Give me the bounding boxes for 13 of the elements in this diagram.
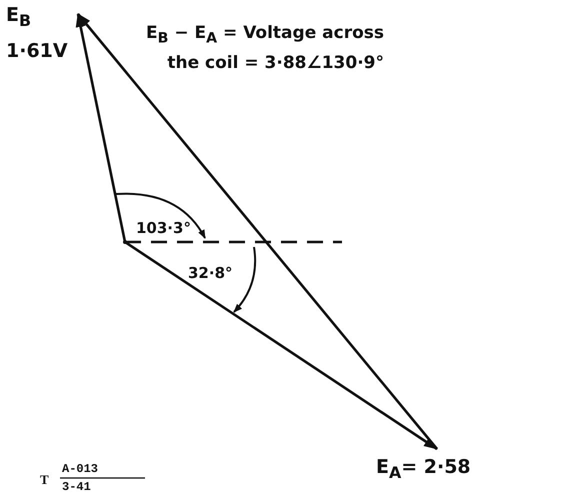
- drawing-code: T: [40, 472, 49, 488]
- phasor-arrow: [77, 13, 438, 450]
- drawing-code: 3-41: [62, 480, 91, 494]
- angle-label: 103·3°: [136, 219, 191, 237]
- magnitude-label: 1·61V: [6, 40, 68, 63]
- phasor-label: E$_{A}$= 2·58: [376, 456, 471, 482]
- phasor-arrow: [76, 13, 126, 242]
- angle-label: 32·8°: [188, 264, 233, 282]
- drawing-code: A-013: [62, 462, 98, 476]
- phasor-label: E$_{B}$: [6, 4, 32, 30]
- phasor-arrow: [124, 240, 438, 450]
- origin-point: [123, 240, 127, 244]
- voltage-note: E$_{B}$ − E$_{A}$ = Voltage across the coil = 3·88∠130·9°: [145, 22, 384, 76]
